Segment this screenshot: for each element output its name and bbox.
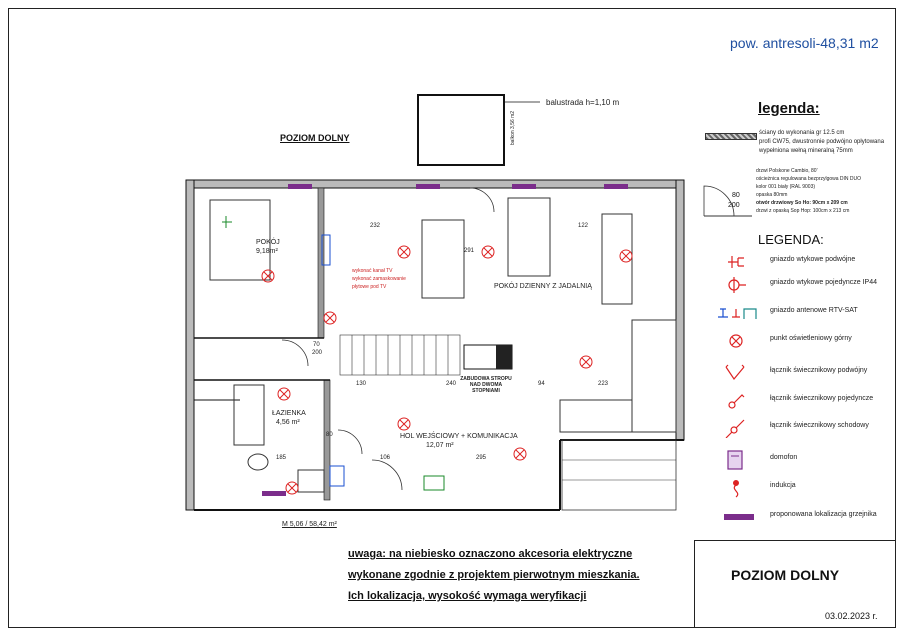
- dim-10: 70: [313, 342, 320, 348]
- door-text-4: opaska 80mm: [756, 192, 788, 198]
- door-text-3: kolor 001 biały (RAL 9003): [756, 184, 816, 190]
- radiator-icon: [724, 514, 754, 520]
- tv-note-3: płytowe pod TV: [352, 284, 387, 290]
- total-area: M 5,06 / 58,42 m²: [282, 521, 337, 528]
- washer: [297, 469, 325, 493]
- wall-text-3: wypełniona wełną mineralną 75mm: [759, 148, 853, 154]
- bathtub: [233, 384, 265, 446]
- wardrobe: [561, 439, 677, 511]
- light-points: [261, 245, 633, 495]
- room-bath-name: ŁAZIENKA: [272, 410, 306, 417]
- legend-item-light: punkt oświetleniowy górny: [710, 331, 890, 351]
- note-line-1: uwaga: na niebiesko oznaczono akcesoria …: [348, 548, 633, 560]
- dim-1: 122: [578, 223, 589, 229]
- dining-table: [601, 213, 633, 305]
- tv-unit: [421, 219, 465, 299]
- area-label: pow. antresoli-48,31 m2: [730, 35, 879, 51]
- dim-3: 240: [446, 381, 457, 387]
- dim-4: 94: [538, 381, 545, 387]
- partition-bath: [323, 379, 331, 501]
- legend-item-antenna: gniazdo antenowe RTV-SAT: [710, 303, 890, 323]
- sofa: [507, 197, 551, 277]
- title-block: POZIOM DOLNY 03.02.2023 r.: [694, 540, 895, 627]
- legend-item-intercom: domofon: [710, 450, 890, 470]
- radiators: [262, 184, 628, 496]
- legend-item-label: indukcja: [770, 482, 796, 489]
- tv-note-2: wykonać zamaskowanie: [352, 276, 406, 282]
- room-pokoj-name: POKÓJ: [256, 239, 280, 246]
- room-pokoj-area: 9,18m²: [256, 248, 278, 255]
- double-switch-icon: [725, 364, 745, 381]
- induction-icon: [733, 480, 739, 498]
- balcony-outline: [417, 94, 505, 166]
- partition-room: [317, 187, 325, 339]
- legend-item-radiator: proponowana lokalizacja grzejnika: [710, 507, 890, 527]
- legend-item-staircase-switch: łącznik świecznikowy schodowy: [710, 418, 890, 438]
- room-hall-name: HOL WEJŚCIOWY + KOMUNIKACJA: [400, 433, 518, 440]
- note-line-2: wykonane zgodnie z projektem pierwotnym …: [348, 569, 640, 581]
- legend-item-label: gniazdo antenowe RTV-SAT: [770, 307, 858, 314]
- intercom-icon: [727, 450, 743, 470]
- door-icon: [703, 185, 752, 217]
- balustrade-label: balustrada h=1,10 m: [546, 98, 620, 107]
- legend-item-induction: indukcja: [710, 478, 890, 498]
- dim-7: 106: [380, 455, 391, 461]
- legend-item-socket-ip44: gniazdo wtykowe pojedyncze IP44: [710, 275, 890, 295]
- legend-item-label: domofon: [770, 454, 798, 461]
- legend2-title: LEGENDA:: [758, 232, 824, 247]
- door-text-1: drzwi Polskone Cambio, 80': [756, 168, 818, 174]
- toilet: [247, 453, 269, 471]
- antenna-socket-icon: [718, 308, 757, 319]
- balcony-label: balkon 3,56 m2: [510, 110, 517, 146]
- door-text-5: otwór drzwiowy So Ho: 90cm x 209 cm: [756, 200, 848, 206]
- legend-item-label: gniazdo wtykowe podwójne: [770, 256, 856, 263]
- room-bath-area: 4,56 m²: [276, 419, 300, 426]
- legend-item-label: proponowana lokalizacja grzejnika: [770, 511, 877, 518]
- title-block-title: POZIOM DOLNY: [731, 567, 840, 583]
- dim-9: 291: [464, 248, 475, 254]
- door-code-top: 80: [732, 192, 740, 199]
- room-hall-area: 12,07 m²: [426, 442, 454, 449]
- tv-note-1: wykonać kanał TV: [352, 268, 393, 274]
- door-code-bottom: 200: [728, 202, 740, 209]
- title-block-date: 03.02.2023 r.: [825, 611, 878, 621]
- double-socket-icon: [728, 256, 744, 268]
- dim-0: 232: [370, 223, 381, 229]
- legend-item-label: punkt oświetleniowy górny: [770, 335, 852, 342]
- dim-5: 223: [598, 381, 609, 387]
- note-line-3: Ich lokalizacja, wysokość wymaga weryfik…: [348, 590, 587, 602]
- dim-6: 185: [276, 455, 287, 461]
- stair-note: ZABUDOWA STROPU NAD DWOMA STOPNIAMI: [460, 376, 512, 394]
- dim-2: 130: [356, 381, 367, 387]
- legend-item-double-socket: gniazdo wtykowe podwójne: [710, 252, 890, 272]
- legend-item-label: łącznik świecznikowy schodowy: [770, 422, 869, 429]
- drawing-frame: [8, 8, 896, 628]
- wall-text-2: profi CW75, dwustronnie podwójno opłytow…: [759, 139, 885, 145]
- legend-item-label: łącznik świecznikowy podwójny: [770, 367, 868, 374]
- door-text-6: drzwi z opaską Sop Hop: 100cm x 213 cm: [756, 208, 850, 214]
- single-switch-icon: [728, 394, 745, 409]
- legend-title: legenda:: [758, 100, 820, 117]
- dim-8: 295: [476, 455, 487, 461]
- stairs: [339, 334, 461, 376]
- west-wall: [185, 179, 195, 511]
- single-socket-ip44-icon: [728, 277, 746, 293]
- wall-text-1: ściany do wykonania gr 12.5 cm: [759, 130, 845, 136]
- wall-swatch-icon: [705, 133, 757, 140]
- dim-11: 80: [326, 432, 333, 438]
- legend-item-single-switch: łącznik świecznikowy pojedyncze: [710, 391, 890, 411]
- legend-item-double-switch: łącznik świecznikowy podwójny: [710, 363, 890, 383]
- bed: [209, 199, 271, 281]
- staircase-switch-icon: [725, 419, 745, 438]
- room-living-name: POKÓJ DZIENNY Z JADALNIĄ: [494, 283, 592, 290]
- legend-item-label: gniazdo wtykowe pojedyncze IP44: [770, 279, 878, 286]
- dim-12: 200: [312, 350, 323, 356]
- plan-title: POZIOM DOLNY: [280, 133, 350, 143]
- east-wall: [675, 179, 685, 441]
- door-text-2: ościeżnica regulowana bezprzylgowa DIN D…: [756, 176, 862, 182]
- legend-item-label: łącznik świecznikowy pojedyncze: [770, 395, 874, 402]
- kitchen-counter: [631, 319, 677, 433]
- ceiling-light-icon: [729, 334, 743, 348]
